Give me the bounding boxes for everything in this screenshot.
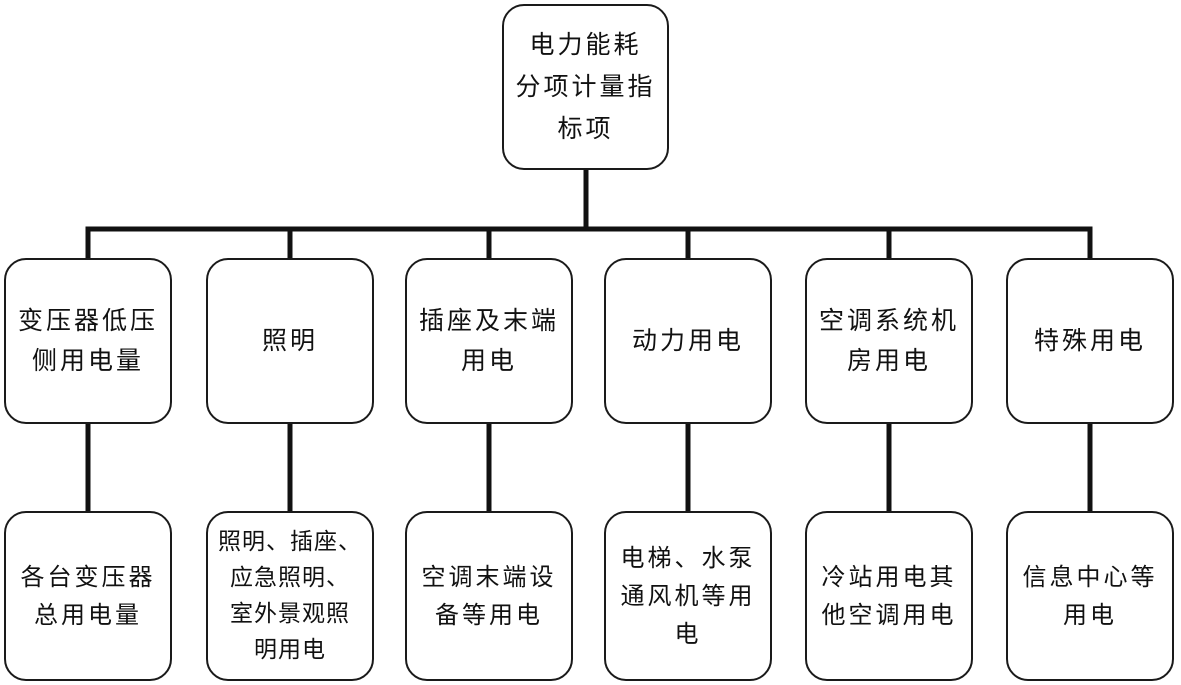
category-node-socket: 插座及末端 用电 [405, 258, 573, 424]
leaf-node-special: 信息中心等 用电 [1006, 511, 1174, 681]
root-node: 电力能耗 分项计量指 标项 [502, 4, 669, 170]
category-node-hvac-room: 空调系统机 房用电 [805, 258, 973, 424]
leaf-node-lighting: 照明、插座、 应急照明、 室外景观照 明用电 [206, 511, 374, 681]
leaf-node-socket: 空调末端设 备等用电 [405, 511, 573, 681]
leaf-node-power: 电梯、水泵 通风机等用 电 [604, 511, 772, 681]
category-node-lighting: 照明 [206, 258, 374, 424]
category-node-transformer: 变压器低压 侧用电量 [4, 258, 172, 424]
leaf-node-hvac-room: 冷站用电其 他空调用电 [805, 511, 973, 681]
category-node-power: 动力用电 [604, 258, 772, 424]
category-node-special: 特殊用电 [1006, 258, 1174, 424]
leaf-node-transformer: 各台变压器 总用电量 [4, 511, 172, 681]
